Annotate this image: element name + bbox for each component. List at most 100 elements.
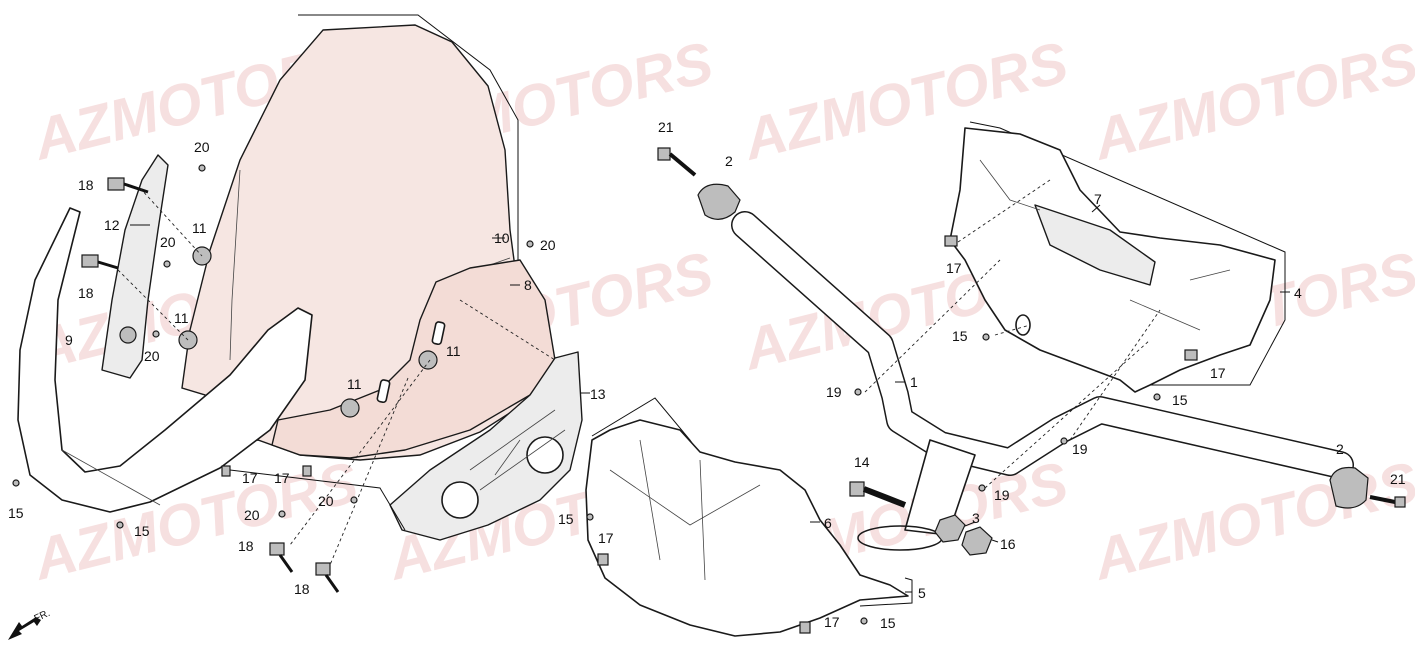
callout-21: 21 [1390,471,1406,487]
callout-12: 12 [104,217,120,233]
slot [431,321,446,346]
callout-17: 17 [274,470,290,486]
grommet-icon [340,398,360,418]
dashed-line [984,339,1151,489]
callout-14: 14 [854,454,870,470]
callout-20: 20 [244,507,260,523]
callout-15: 15 [1172,392,1188,408]
grommet-icon [418,350,438,370]
dashed-line [994,324,1031,336]
dashed-line [459,299,556,361]
clip-icon [221,465,231,477]
callout-16: 16 [1000,536,1016,552]
watermark: AZMOTORS [1085,29,1415,173]
screw-icon [982,333,990,341]
bolt-icon [657,147,697,177]
front-cowl [17,207,313,513]
screw-icon [278,510,286,518]
screw-icon [1153,393,1161,401]
dashed-line [117,269,189,341]
callout-17: 17 [946,260,962,276]
bolt-icon [849,481,907,508]
clip-icon [799,621,811,634]
callout-5: 5 [918,585,926,601]
callout-18: 18 [78,177,94,193]
direction-label: FR. [33,608,52,625]
bracket-hole [119,326,137,344]
callout-2: 2 [725,153,733,169]
callout-19: 19 [826,384,842,400]
screw-icon [860,617,868,625]
callout-20: 20 [194,139,210,155]
handle-front-cover [585,419,909,637]
callout-7: 7 [1094,191,1102,207]
callout-2: 2 [1336,441,1344,457]
cowl-crease [61,449,161,506]
callout-17: 17 [1210,365,1226,381]
screen-edge [229,169,241,361]
group-frame [229,469,406,531]
lower-bracket [389,351,583,541]
bracket-boss [526,436,564,474]
callout-6: 6 [824,515,832,531]
nut-icon [934,514,966,543]
clip-icon [597,553,609,566]
callout-20: 20 [318,493,334,509]
callout-3: 3 [972,510,980,526]
callout-19: 19 [1072,441,1088,457]
callout-19: 19 [994,487,1010,503]
callout-11: 11 [174,310,189,326]
dashed-line [957,179,1051,243]
bar-end-weight-icon [1329,466,1369,509]
callout-17: 17 [598,530,614,546]
watermark: AZMOTORS [1085,449,1415,593]
handle-cover-front [585,397,913,637]
dashed-line [1069,309,1161,441]
nut-icon [961,526,993,556]
screw-icon [198,164,206,172]
callout-8: 8 [524,277,532,293]
callout-21: 21 [658,119,674,135]
clip-icon [302,465,312,477]
callout-15: 15 [952,328,968,344]
bar-end-weight-icon [697,183,741,220]
screw-icon [526,240,534,248]
slot [376,379,391,404]
clip-icon [1184,349,1198,361]
callout-11: 11 [192,220,207,236]
side-bracket [101,154,169,379]
callout-15: 15 [134,523,150,539]
callout-4: 4 [1294,285,1302,301]
screw-icon [1060,437,1068,445]
callout-15: 15 [880,615,896,631]
screw-icon [586,513,594,521]
dashed-line [289,359,431,546]
callout-1: 1 [910,374,918,390]
cover-crease [979,159,1231,331]
callout-18: 18 [78,285,94,301]
group-frame [298,14,519,285]
callout-20: 20 [144,348,160,364]
screw-icon [12,479,20,487]
bolt-icon [107,177,149,194]
callout-13: 13 [590,386,606,402]
dashed-line [864,259,1001,393]
group-frame [969,121,1286,386]
callout-20: 20 [160,234,176,250]
callout-11: 11 [347,376,362,392]
screw-icon [152,330,160,338]
bolt-icon [269,542,294,573]
screw-icon [854,388,862,396]
bracket-boss [441,481,479,519]
cover-crease [609,439,761,581]
callout-20: 20 [540,237,556,253]
bolt-icon [1369,495,1406,508]
callout-11: 11 [446,343,461,359]
screw-icon [116,521,124,529]
callout-9: 9 [65,332,73,348]
callout-15: 15 [8,505,24,521]
callout-17: 17 [824,614,840,630]
screw-icon [978,484,986,492]
